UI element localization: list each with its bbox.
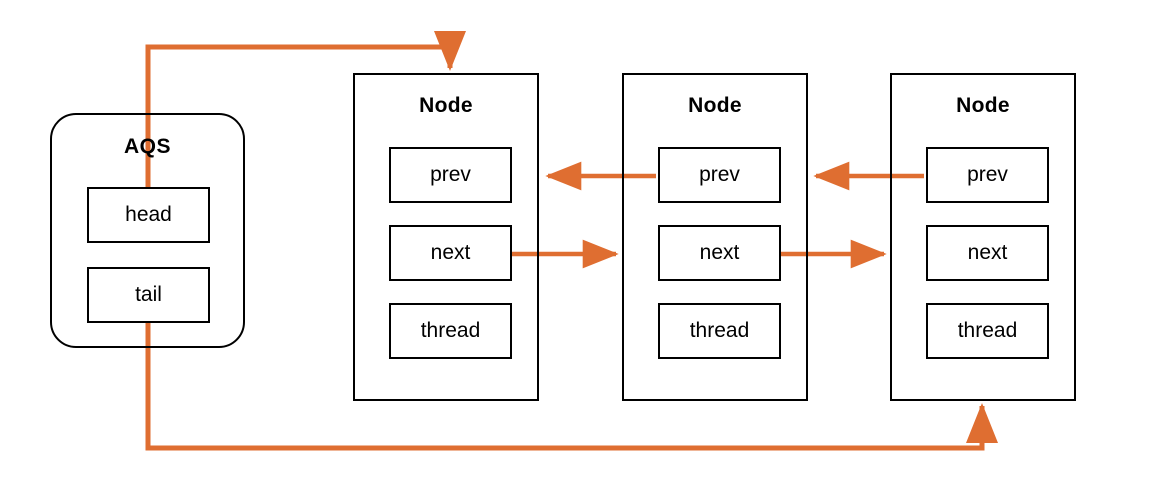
aqs-field-tail[interactable]: tail [87,267,210,323]
node-container-1[interactable]: Node prev next thread [353,73,539,401]
aqs-title: AQS [123,135,171,158]
node-title-2: Node [688,94,742,117]
node-3-field-thread[interactable]: thread [926,303,1049,359]
aqs-field-head[interactable]: head [87,187,210,243]
node-2-field-next[interactable]: next [658,225,781,281]
node-2-field-thread[interactable]: thread [658,303,781,359]
node-1-field-prev[interactable]: prev [389,147,512,203]
node-3-field-next[interactable]: next [926,225,1049,281]
node-3-field-prev[interactable]: prev [926,147,1049,203]
node-title-3: Node [956,94,1010,117]
aqs-container[interactable]: AQS head tail [50,113,245,348]
node-title-1: Node [419,94,473,117]
node-1-field-thread[interactable]: thread [389,303,512,359]
node-2-field-prev[interactable]: prev [658,147,781,203]
node-1-field-next[interactable]: next [389,225,512,281]
edge-tail-to-node3 [145,292,998,451]
node-container-3[interactable]: Node prev next thread [890,73,1076,401]
node-container-2[interactable]: Node prev next thread [622,73,808,401]
